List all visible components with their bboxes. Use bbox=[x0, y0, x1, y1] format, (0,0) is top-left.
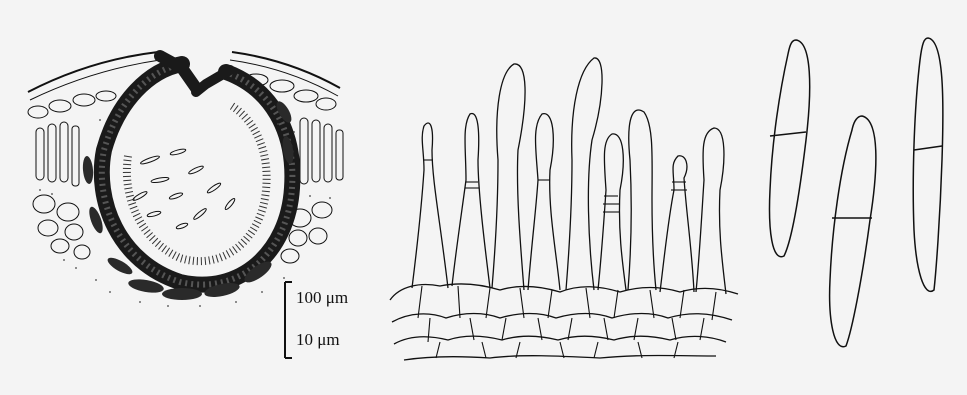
pycnidium-section-drawing bbox=[28, 52, 343, 307]
scale-label-10um: 10 μm bbox=[296, 330, 340, 350]
scale-label-100um: 100 μm bbox=[296, 288, 348, 308]
conidiogenous-cells-drawing bbox=[390, 58, 738, 360]
conidia-drawing bbox=[770, 38, 943, 347]
scale-bar bbox=[285, 282, 292, 358]
